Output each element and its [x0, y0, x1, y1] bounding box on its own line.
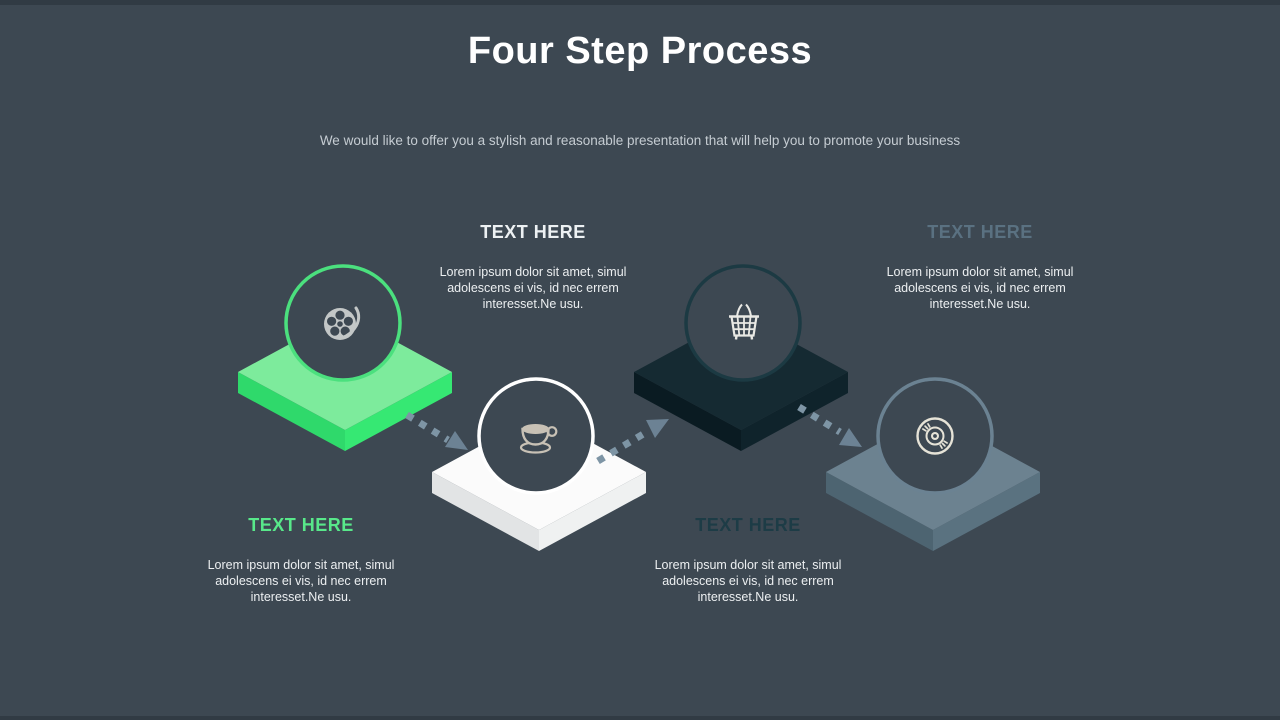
step-3-heading: TEXT HERE: [695, 515, 801, 535]
platform-3-right-face: [741, 372, 848, 451]
step-3-text-block: TEXT HERE Lorem ipsum dolor sit amet, si…: [633, 515, 863, 605]
step-1-text-block: TEXT HERE Lorem ipsum dolor sit amet, si…: [186, 515, 416, 605]
arrow-step2-to-step3: [596, 419, 669, 465]
platform-3-left-face: [634, 372, 741, 451]
top-edge-bar: [0, 0, 1280, 5]
arrow-1-head: [445, 431, 468, 450]
step-2-text-block: TEXT HERE Lorem ipsum dolor sit amet, si…: [418, 222, 648, 312]
arrow-1-dashes: [405, 412, 450, 443]
step-4-text-block: TEXT HERE Lorem ipsum dolor sit amet, si…: [865, 222, 1095, 312]
arrow-2-dashes: [596, 429, 647, 465]
step-4-body: Lorem ipsum dolor sit amet, simul adoles…: [886, 265, 1074, 311]
step-1-body: Lorem ipsum dolor sit amet, simul adoles…: [207, 558, 395, 604]
arrow-2-head: [646, 419, 669, 438]
cd-disc-icon: [916, 417, 954, 455]
platform-1-left-face: [238, 372, 345, 451]
step-2-heading: TEXT HERE: [480, 222, 586, 242]
slide-title: Four Step Process: [467, 30, 813, 72]
arrow-step3-to-step4: [797, 404, 862, 447]
arrow-step1-to-step2: [405, 412, 468, 450]
platform-1-right-face: [345, 372, 452, 451]
arrow-3-head: [839, 428, 862, 447]
coffee-cup-icon: [519, 424, 558, 454]
platform-2-right-face: [539, 472, 646, 551]
step-3-body: Lorem ipsum dolor sit amet, simul adoles…: [654, 558, 842, 604]
step-2-body: Lorem ipsum dolor sit amet, simul adoles…: [439, 265, 627, 311]
platform-4-right-face: [933, 472, 1040, 551]
shopping-basket-icon: [729, 303, 759, 340]
film-reel-icon: [324, 306, 361, 340]
step-4-heading: TEXT HERE: [927, 222, 1033, 242]
platform-4-left-face: [826, 472, 933, 551]
bottom-edge-bar: [0, 716, 1280, 720]
step-1-heading: TEXT HERE: [248, 515, 354, 535]
slide-subtitle: We would like to offer you a stylish and…: [319, 133, 961, 148]
platform-2-left-face: [432, 472, 539, 551]
